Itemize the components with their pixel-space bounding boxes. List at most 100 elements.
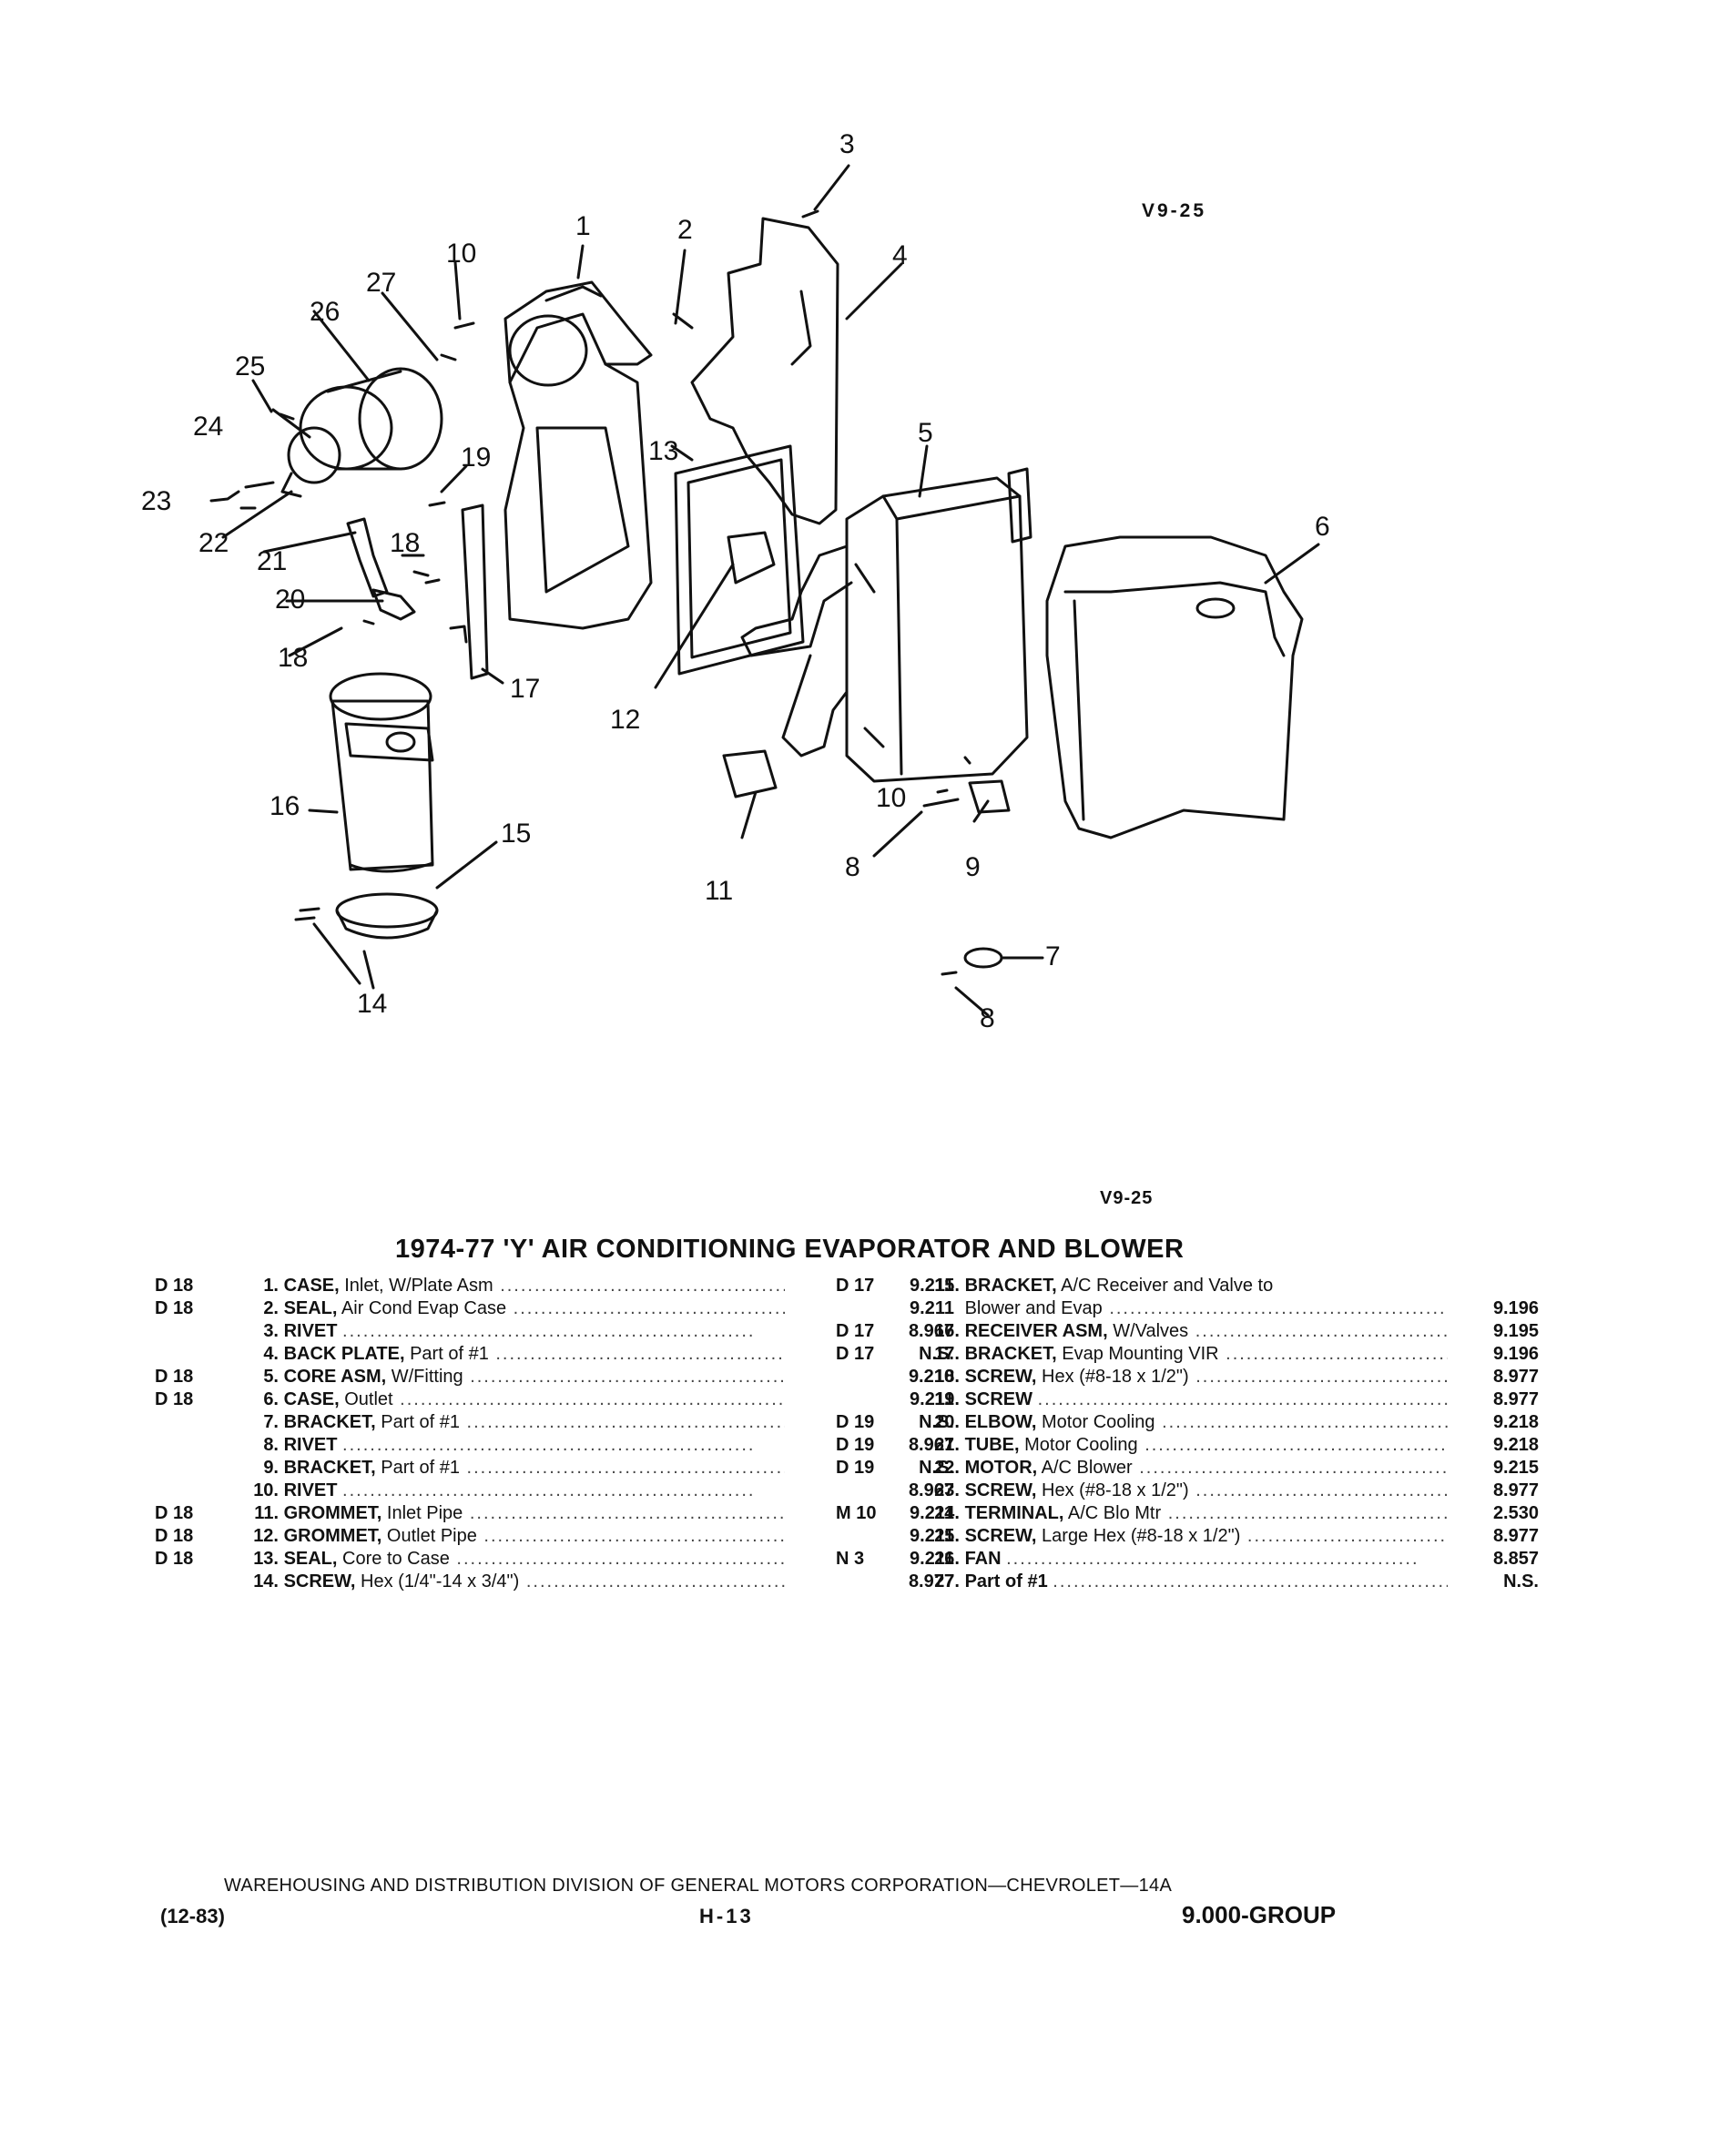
callout-17: 17 [510, 674, 540, 704]
parts-group-number: N.S. [919, 1458, 954, 1478]
parts-description: 16. RECEIVER ASM, W/Valves .............… [920, 1320, 1448, 1343]
parts-number: 10. [253, 1480, 279, 1500]
callout-14: 14 [357, 989, 387, 1019]
parts-code: D 19 [836, 1458, 875, 1478]
parts-description: 20. ELBOW, Motor Cooling ...............… [920, 1411, 1448, 1434]
parts-group-number: 9.215 [1492, 1458, 1539, 1478]
parts-name: TUBE, [964, 1435, 1020, 1455]
parts-group-number: 8.967 [908, 1321, 954, 1341]
parts-row: 9. BRACKET, Part of #1 .................… [155, 1457, 954, 1480]
parts-detail: A/C Blower [1041, 1458, 1133, 1478]
leader-dots: ........................................… [1006, 1549, 1419, 1569]
parts-number: 3. [263, 1321, 279, 1341]
parts-name: MOTOR, [964, 1458, 1038, 1478]
parts-code: D 18 [155, 1276, 194, 1296]
parts-description: 19. SCREW ..............................… [920, 1388, 1448, 1411]
parts-detail: Motor Cooling [1042, 1412, 1155, 1432]
leader-dots: ........................................… [342, 1321, 756, 1341]
callout-21: 21 [257, 546, 287, 576]
leader-dots: ........................................… [500, 1276, 785, 1296]
parts-detail: Core to Case [342, 1549, 450, 1569]
parts-code: D 18 [155, 1298, 194, 1318]
parts-group-number: 8.967 [908, 1435, 954, 1455]
part-receiver-bracket [294, 892, 439, 940]
parts-name: SCREW, [283, 1571, 356, 1592]
footer-page-number: H-13 [699, 1905, 754, 1927]
callout-20: 20 [275, 585, 305, 615]
part-core-seal [674, 444, 805, 676]
parts-code: D 19 [836, 1435, 875, 1455]
leader-dots: ........................................… [513, 1298, 785, 1318]
parts-group-number: 9.196 [1492, 1298, 1539, 1318]
parts-group-number: 9.211 [910, 1276, 954, 1296]
parts-name: RIVET [283, 1321, 338, 1341]
exploded-view-diagram: 3 2 1 4 10 27 26 25 24 23 22 21 20 18 18… [141, 129, 1330, 1033]
parts-name: GROMMET, [283, 1526, 382, 1546]
callout-12: 12 [610, 705, 640, 735]
callout-9: 9 [965, 852, 981, 882]
parts-group-number: N.S. [919, 1344, 954, 1364]
parts-group-number: 8.977 [1492, 1480, 1539, 1500]
parts-number: 25. [934, 1526, 960, 1546]
parts-group-number: 8.977 [1492, 1389, 1539, 1409]
parts-number: 7. [263, 1412, 279, 1432]
parts-detail: Outlet [344, 1389, 393, 1409]
parts-detail: Air Cond Evap Case [341, 1298, 507, 1318]
footer-date: (12-83) [160, 1905, 225, 1927]
parts-row: 25. SCREW, Large Hex (#8-18 x 1/2") ....… [836, 1525, 1539, 1548]
parts-group-number: 2.530 [1492, 1503, 1539, 1523]
callout-25: 25 [235, 351, 265, 381]
parts-name: CASE, [283, 1276, 340, 1296]
parts-description: 7. BRACKET, Part of #1 .................… [239, 1411, 785, 1434]
parts-code: D 18 [155, 1503, 194, 1523]
parts-name: SCREW, [964, 1367, 1037, 1387]
parts-description: 14. SCREW, Hex (1/4"-14 x 3/4") ........… [239, 1571, 785, 1593]
parts-number: 8. [263, 1435, 279, 1455]
parts-description: 27. Part of #1 .........................… [920, 1571, 1448, 1593]
parts-name: SCREW, [964, 1526, 1037, 1546]
parts-number: 27. [934, 1571, 960, 1592]
parts-number: 20. [934, 1412, 960, 1432]
parts-detail: Hex (#8-18 x 1/2") [1042, 1480, 1189, 1500]
leader-dots: ........................................… [1053, 1571, 1448, 1592]
callout-23: 23 [141, 486, 171, 516]
parts-description: Blower and Evap ........................… [920, 1297, 1448, 1320]
parts-row: 14. SCREW, Hex (1/4"-14 x 3/4") ........… [155, 1571, 954, 1593]
parts-group-number: 8.967 [908, 1480, 954, 1500]
parts-detail: Hex (#8-18 x 1/2") [1042, 1367, 1189, 1387]
footer-group: 9.000-GROUP [1182, 1901, 1337, 1928]
parts-group-number: 9.211 [910, 1298, 954, 1318]
parts-code: D 18 [155, 1526, 194, 1546]
callout-15: 15 [501, 819, 531, 849]
parts-name: ELBOW, [964, 1412, 1037, 1432]
parts-description: 8. RIVET ...............................… [239, 1434, 785, 1457]
parts-group-number: N.S. [1503, 1571, 1539, 1592]
leader-dots: ........................................… [1195, 1321, 1448, 1341]
parts-name: BRACKET, [283, 1458, 376, 1478]
parts-number: 24. [934, 1503, 960, 1523]
parts-name: RIVET [283, 1435, 338, 1455]
leader-dots: ........................................… [495, 1344, 785, 1364]
parts-detail: Part of #1 [410, 1344, 489, 1364]
parts-number: 15. [934, 1276, 960, 1296]
parts-group-number: 9.211 [910, 1526, 954, 1546]
part-inlet-case [503, 280, 653, 630]
parts-number: 13. [253, 1549, 279, 1569]
parts-code: D 17 [836, 1276, 875, 1296]
parts-list-right: D 17 15. BRACKET, A/C Receiver and Valve … [836, 1275, 1539, 1593]
parts-description: 6. CASE, Outlet ........................… [239, 1388, 785, 1411]
parts-row: 3. RIVET ...............................… [155, 1320, 954, 1343]
callout-10a: 10 [446, 239, 476, 269]
parts-number: 4. [263, 1344, 279, 1364]
parts-group-number: 8.977 [908, 1571, 954, 1592]
parts-code: D 17 [836, 1321, 875, 1341]
parts-description: 15. BRACKET, A/C Receiver and Valve to [920, 1275, 1448, 1297]
parts-name: TERMINAL, [964, 1503, 1064, 1523]
parts-code: M 10 [836, 1503, 877, 1523]
parts-group-number: 9.218 [1492, 1435, 1539, 1455]
